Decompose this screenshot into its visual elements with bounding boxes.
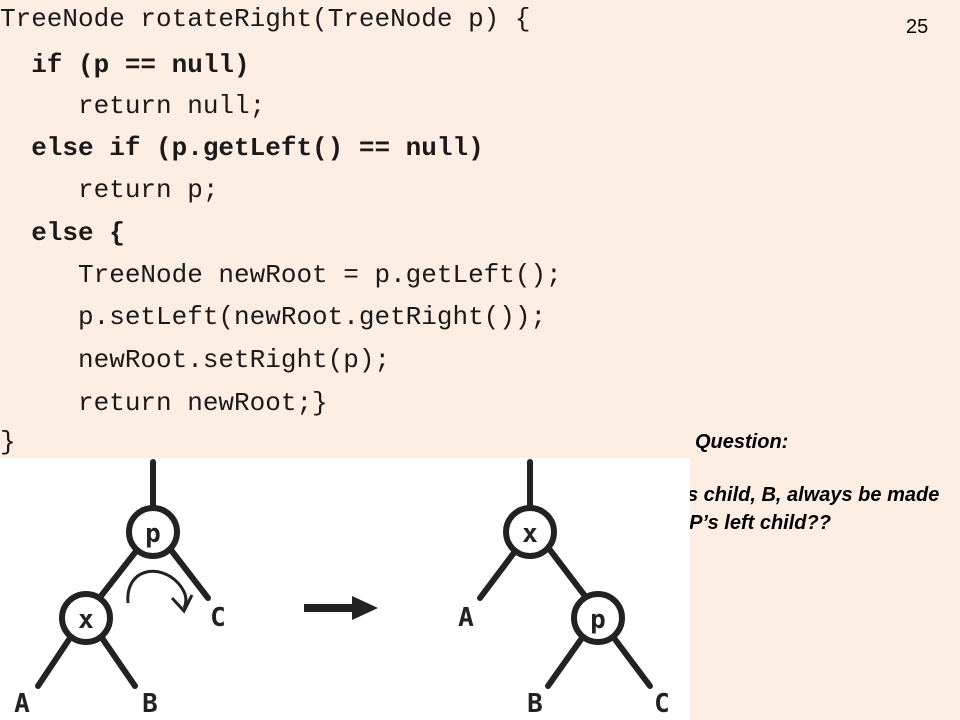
code-line-7: TreeNode newRoot = p.getLeft(); [0, 260, 562, 290]
before-edge-p-x [98, 547, 140, 599]
before-label-B: B [142, 689, 158, 719]
code-line-3: return null; [0, 91, 266, 121]
code-line-1: TreeNode rotateRight(TreeNode p) { [0, 4, 531, 34]
before-label-A: A [14, 689, 30, 719]
code-line-6: else { [0, 218, 125, 248]
slide-number: 25 [906, 16, 929, 38]
code-line-10: return newRoot;} [0, 388, 328, 418]
code-line-8: p.setLeft(newRoot.getRight()); [0, 302, 547, 332]
code-line-4: else if (p.getLeft() == null) [0, 133, 484, 163]
after-edge-p-C [611, 635, 653, 689]
before-node-p [126, 505, 180, 559]
after-label-B: B [527, 689, 543, 719]
after-label-x: x [522, 519, 538, 549]
after-edge-p-B [545, 635, 585, 689]
before-node-x [59, 591, 113, 645]
before-label-p: p [145, 519, 161, 549]
question-heading: Question: [695, 431, 789, 453]
code-line-9: newRoot.setRight(p); [0, 345, 391, 375]
code-line-5: return p; [0, 175, 219, 205]
rotation-diagram-svg: p x C A B x A p B C [14, 459, 670, 719]
before-label-C: C [210, 603, 226, 633]
before-edge-x-A [35, 635, 73, 689]
after-label-p: p [590, 605, 606, 635]
after-label-A: A [458, 603, 474, 633]
before-label-x: x [78, 605, 94, 635]
before-edge-x-B [99, 635, 138, 689]
transform-arrow-icon [304, 596, 378, 620]
before-edge-p-C [168, 547, 211, 601]
rotate-arrow-icon [126, 569, 194, 614]
after-node-x [503, 505, 557, 559]
after-edge-x-A [477, 547, 519, 601]
code-line-2: if (p == null) [0, 50, 250, 80]
after-label-C: C [654, 689, 670, 719]
rotation-diagram: p x C A B x A p B C [0, 458, 690, 720]
after-node-p [571, 591, 625, 645]
code-line-11: } [0, 427, 16, 457]
after-edge-x-p [547, 547, 588, 599]
